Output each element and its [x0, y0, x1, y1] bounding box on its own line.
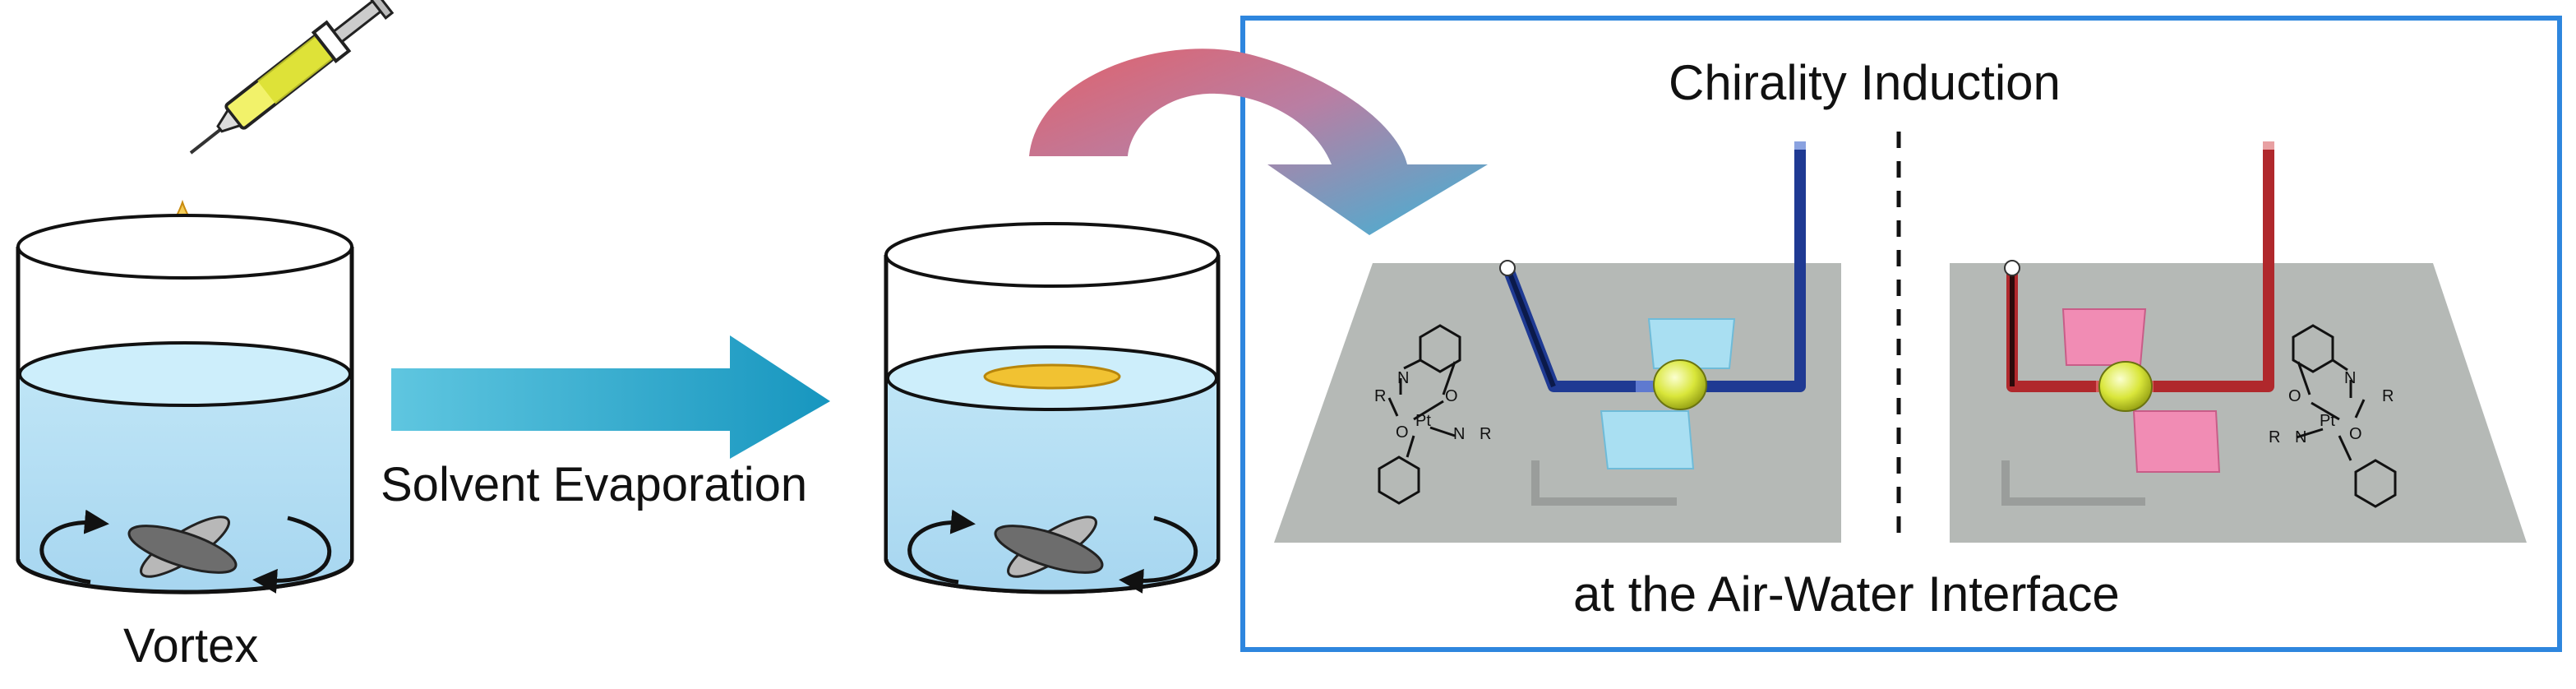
atom-label: R — [2269, 428, 2280, 446]
atom-label: O — [2288, 387, 2301, 405]
atom-label: N — [2344, 369, 2356, 387]
solvent-evaporation-label: Solvent Evaporation — [381, 458, 808, 511]
chirality-panel-frame — [1240, 16, 2562, 652]
atom-label: N — [1397, 369, 1409, 387]
curved-arrow-icon — [1029, 49, 1488, 235]
atom-label: N — [2295, 428, 2306, 446]
molecule-right — [2292, 324, 2397, 508]
stir-bar-dark — [127, 525, 238, 574]
molecule-left — [1378, 324, 1461, 505]
yellow-film-icon — [983, 363, 1121, 390]
beaker-evaporation — [884, 222, 1221, 594]
rotation-arrow-right-icon — [252, 516, 332, 594]
chirality-induction-label: Chirality Induction — [1669, 55, 2061, 110]
right-enantiomer-scene — [1950, 141, 2527, 543]
beaker-vortex — [16, 214, 354, 594]
process-arrow-icon — [391, 335, 830, 459]
atom-label: R — [1480, 425, 1491, 443]
air-water-interface-label: at the Air-Water Interface — [1573, 566, 2120, 622]
rotation-arrow-left-icon — [39, 509, 109, 585]
atom-label: R — [1374, 387, 1386, 405]
atom-label: Pt — [1415, 412, 1431, 430]
atom-label: O — [1396, 423, 1409, 442]
atom-label: O — [2349, 425, 2362, 443]
left-enantiomer-scene — [1274, 141, 1841, 543]
atom-label: R — [2382, 387, 2394, 405]
vortex-label: Vortex — [123, 619, 259, 673]
syringe-icon — [189, 0, 395, 155]
atom-label: O — [1445, 387, 1458, 405]
atom-label: N — [1453, 425, 1465, 443]
atom-label: Pt — [2320, 412, 2335, 430]
